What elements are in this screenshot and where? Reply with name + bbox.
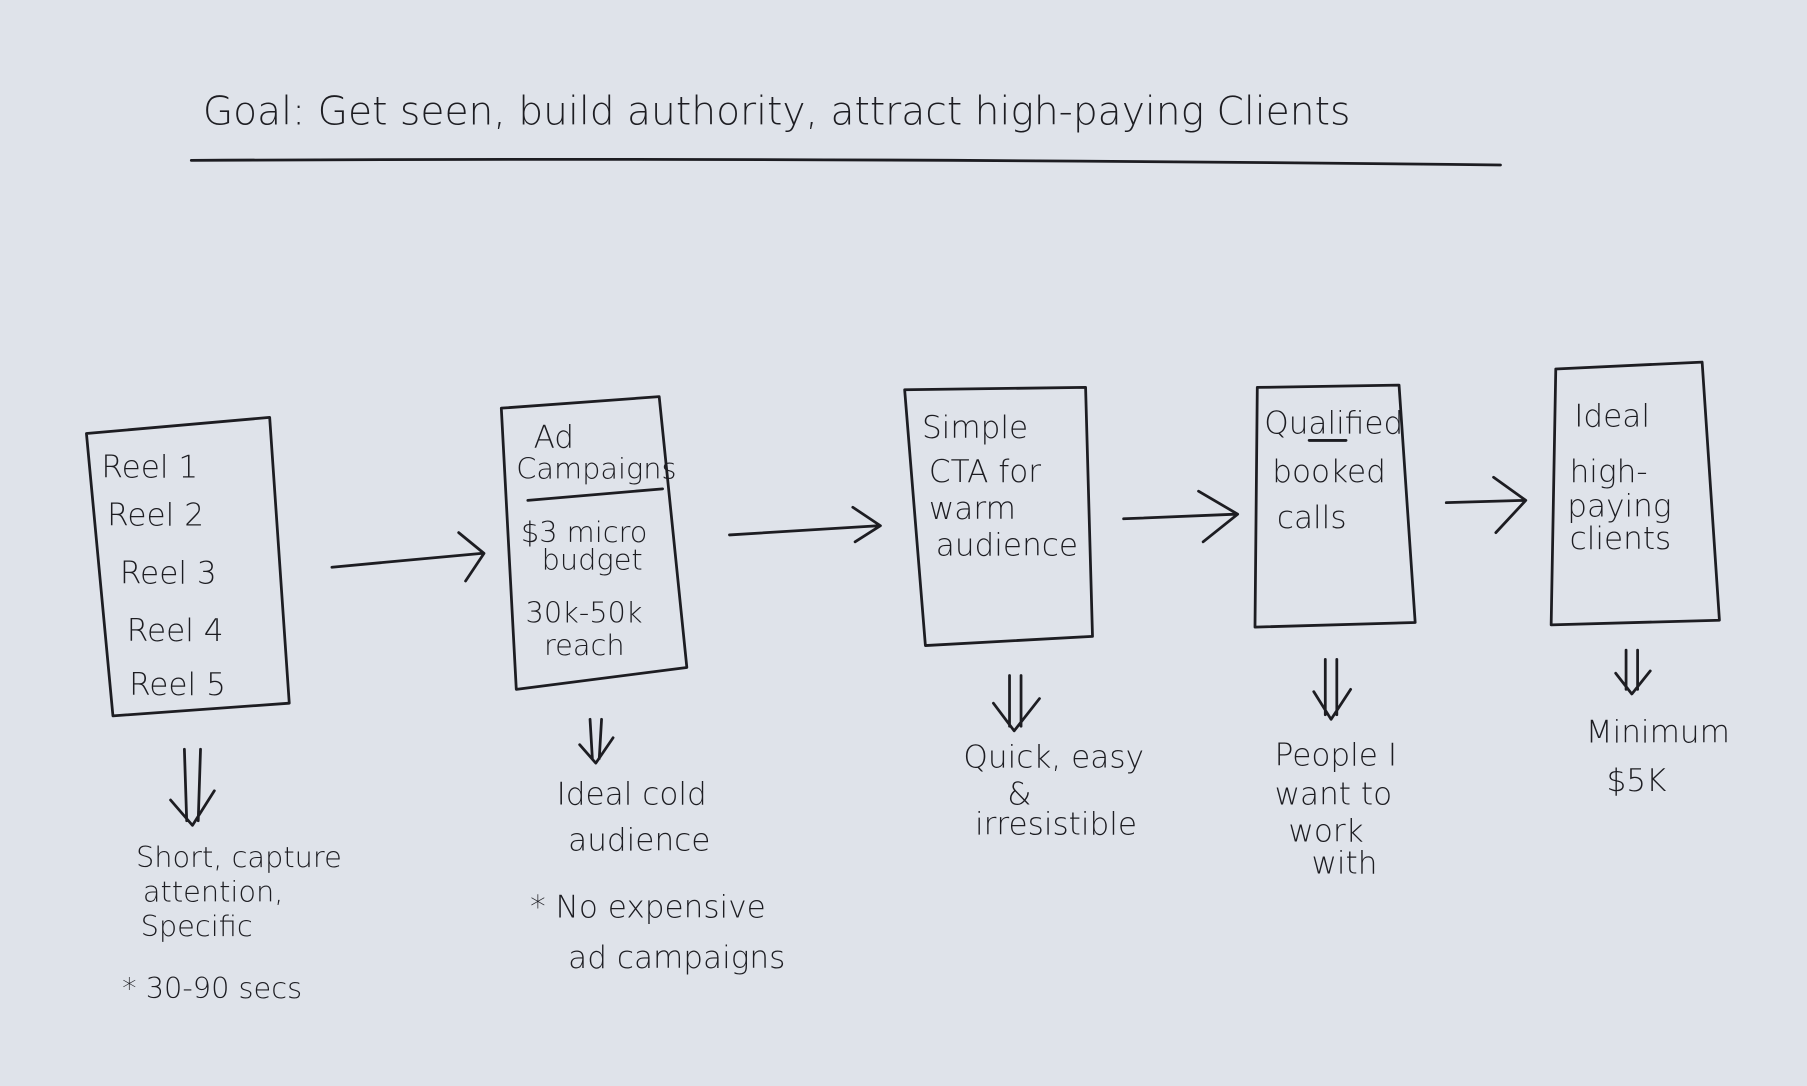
double-down-arrow-icon [992, 674, 1041, 733]
box-text: Campaigns [516, 451, 676, 485]
arrow-right-icon [1444, 475, 1528, 535]
box-text: booked [1272, 454, 1386, 490]
note-text: Ideal cold [557, 777, 707, 813]
stage-simple-cta: Simple CTA for warm audience Quick, easy… [903, 386, 1144, 843]
stage-ideal-clients: Ideal high- paying clients Minimum $5K [1549, 360, 1730, 799]
underline [526, 487, 665, 502]
box-text: Ad [534, 419, 574, 455]
note-text: $5K [1606, 763, 1667, 799]
booked-calls-box [1253, 383, 1417, 629]
note-text: * No expensive [530, 890, 766, 926]
box-text: warm [929, 491, 1016, 527]
box-text: 30k-50k [526, 596, 643, 630]
double-down-arrow-icon [1614, 648, 1652, 696]
box-text: paying [1567, 488, 1671, 524]
title-underline [189, 157, 1502, 167]
note-text: & [1007, 777, 1031, 813]
arrow-right-icon [728, 505, 882, 544]
box-text: Reel 3 [120, 555, 217, 591]
note-text: audience [568, 823, 710, 859]
note-text: Specific [141, 909, 253, 943]
note-text: Short, capture [136, 840, 342, 874]
box-text: Qualified [1264, 406, 1403, 442]
box-text: calls [1277, 500, 1347, 536]
box-text: Reel 5 [129, 667, 226, 703]
reels-box [85, 416, 291, 718]
box-text: high- [1570, 454, 1648, 490]
box-text: Reel 4 [127, 613, 224, 649]
note-text: * 30-90 secs [122, 971, 302, 1005]
note-text: People I [1275, 737, 1397, 773]
note-text: with [1311, 846, 1377, 882]
double-down-arrow-icon [169, 747, 216, 827]
box-text: Ideal [1574, 399, 1650, 435]
ideal-clients-box [1549, 360, 1721, 627]
note-text: attention, [143, 874, 284, 908]
note-text: want to [1275, 777, 1393, 813]
box-text: $3 micro [521, 515, 648, 549]
note-text: irresistible [975, 807, 1137, 843]
arrow-right-icon [1122, 489, 1240, 544]
box-text: Reel 2 [107, 498, 204, 534]
stage-reels: Reel 1 Reel 2 Reel 3 Reel 4 Reel 5 Short… [85, 416, 342, 1005]
box-text: clients [1570, 521, 1672, 557]
double-down-arrow-icon [578, 717, 615, 765]
double-down-arrow-icon [1312, 658, 1353, 721]
box-text: audience [936, 528, 1078, 564]
box-text: reach [544, 628, 625, 662]
box-text: budget [542, 543, 643, 577]
goal-title: Goal: Get seen, build authority, attract… [203, 90, 1351, 135]
box-text: Reel 1 [101, 449, 198, 485]
simple-cta-box [903, 386, 1094, 647]
stage-ad-campaigns: Ad Campaigns $3 micro budget 30k-50k rea… [499, 395, 785, 976]
box-text: Simple [922, 410, 1028, 446]
box-text: CTA for [929, 454, 1041, 490]
note-text: Minimum [1586, 714, 1730, 750]
arrow-right-icon [330, 531, 486, 583]
note-text: ad campaigns [568, 940, 785, 976]
stage-booked-calls: Qualified booked calls People I want to … [1253, 383, 1417, 882]
ad-campaigns-box [499, 395, 689, 691]
note-text: work [1288, 813, 1363, 849]
note-text: Quick, easy [963, 740, 1144, 776]
